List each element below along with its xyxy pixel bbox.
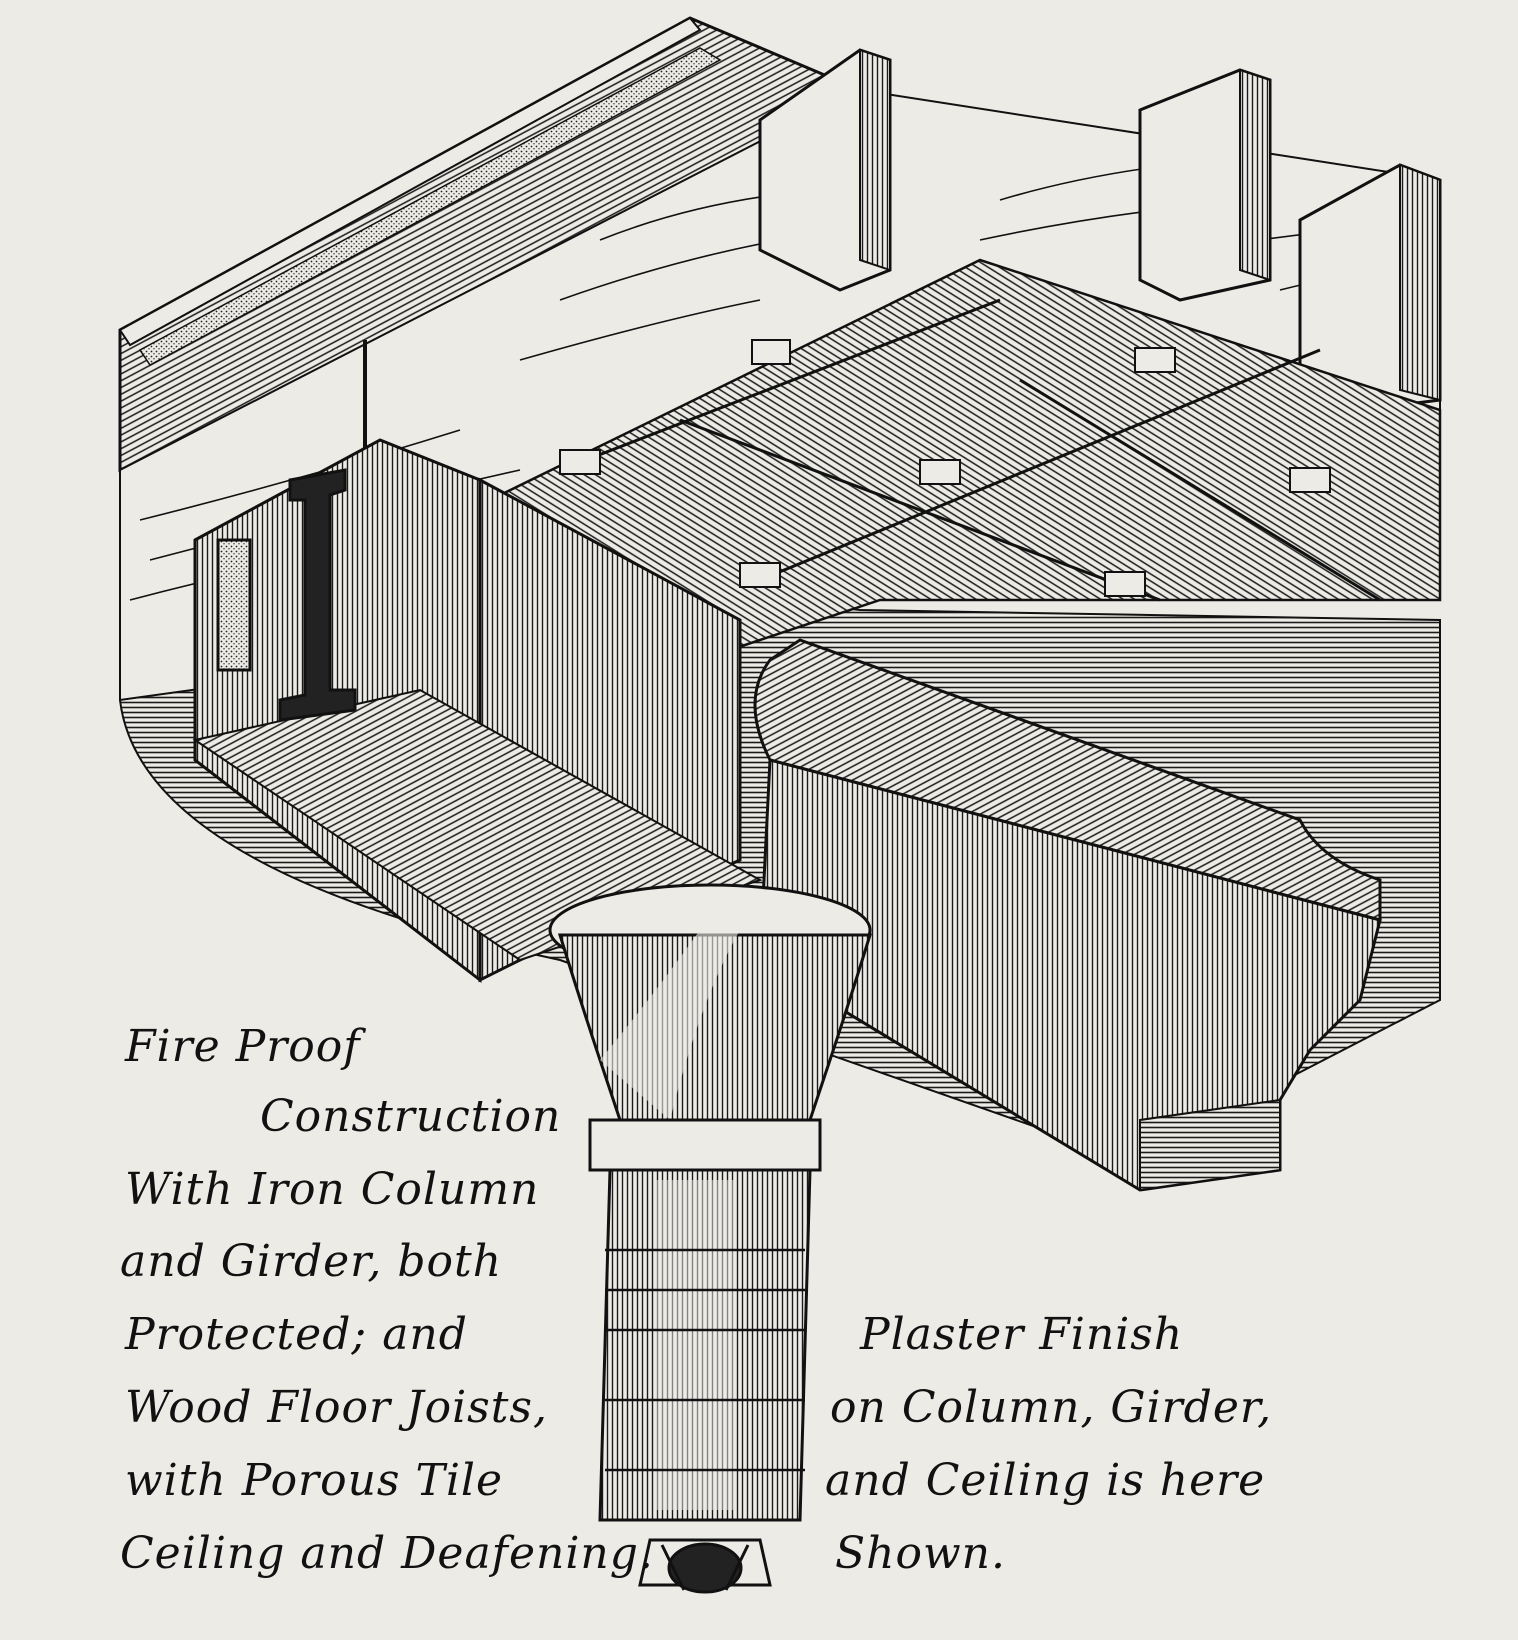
caption-left-line2: Construction: [260, 1091, 562, 1142]
caption-left-line1: Fire Proof: [125, 1021, 361, 1072]
iron-girder-i-beam: [216, 468, 357, 722]
caption-left-line8: Ceiling and Deafening.: [120, 1528, 654, 1579]
caption-right-line3: and Ceiling is here: [825, 1455, 1266, 1506]
iron-column: [548, 883, 873, 1594]
caption-right-line2: on Column, Girder,: [830, 1382, 1273, 1433]
caption-right-line1: Plaster Finish: [860, 1309, 1184, 1360]
cornice-molding: [753, 638, 1382, 1192]
caption-left-line7: with Porous Tile: [125, 1455, 504, 1506]
caption-left-line4: and Girder, both: [120, 1236, 503, 1287]
caption-left-line6: Wood Floor Joists,: [125, 1382, 549, 1433]
caption-left-line3: With Iron Column: [125, 1164, 540, 1215]
tile-clips: [559, 339, 1331, 597]
wood-joist-1: [758, 48, 892, 292]
caption-left-line5: Protected; and: [125, 1309, 468, 1360]
caption-right-line4: Shown.: [835, 1528, 1006, 1579]
wood-joist-2: [1138, 68, 1272, 302]
